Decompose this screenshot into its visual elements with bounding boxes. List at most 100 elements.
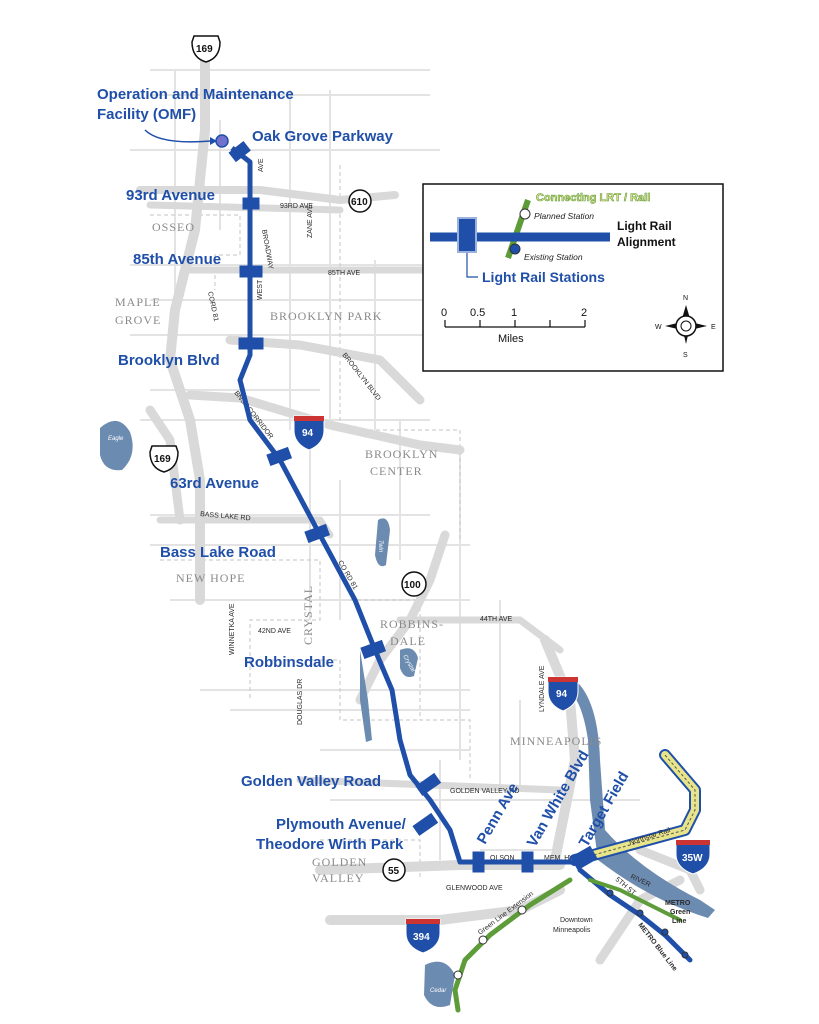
road-label-broadway: BROADWAY <box>260 229 274 270</box>
station-markers <box>228 141 598 873</box>
mississippi-river <box>568 680 715 918</box>
road-label-ave: AVE <box>258 158 265 172</box>
omf-arrow <box>144 129 211 143</box>
svg-text:100: 100 <box>404 580 421 591</box>
road-label-mem-hwy: MEM. HWY <box>544 855 581 862</box>
station-marker-van-white <box>521 851 534 873</box>
city-osseo: OSSEO <box>152 220 195 234</box>
svg-text:610: 610 <box>351 197 368 208</box>
metro-green-label-3: Line <box>672 918 686 925</box>
legend-planned-station <box>519 208 531 220</box>
omf-label-line2: Facility (OMF) <box>97 106 196 123</box>
station-label-robbinsdale: Robbinsdale <box>244 654 334 671</box>
svg-text:35W: 35W <box>682 853 703 864</box>
station-label-63rd: 63rd Avenue <box>170 475 259 492</box>
city-dale: DALE <box>390 634 426 648</box>
road-label-golden-valley: GOLDEN VALLEY RD <box>450 788 519 795</box>
minor-street-grid <box>130 69 640 860</box>
scale-tick-0: 0 <box>441 307 447 319</box>
road-label-douglas: DOUGLAS DR <box>297 679 304 725</box>
legend-stations-leader <box>466 253 478 278</box>
road-label-93rd: 93RD AVE <box>280 203 313 210</box>
interstate-94-shield-south: 94 <box>547 676 579 712</box>
us-169-shield-top: 169 <box>191 35 221 63</box>
existing-station-dot <box>606 889 614 897</box>
svg-text:169: 169 <box>196 44 213 55</box>
metro-green-label-1: METRO <box>665 900 691 907</box>
road-label-olson: OLSON <box>490 855 515 862</box>
green-ext-stations <box>453 905 527 980</box>
city-minneapolis: MINNEAPOLIS <box>510 734 602 748</box>
scale-tick-05: 0.5 <box>470 307 485 319</box>
metro-green-line <box>588 878 682 922</box>
station-label-oak-grove: Oak Grove Parkway <box>252 128 394 145</box>
compass-s: S <box>683 352 688 359</box>
city-valley: VALLEY <box>312 871 364 885</box>
existing-stations <box>606 889 689 959</box>
existing-station-dot <box>636 909 644 917</box>
city-robbins: ROBBINS- <box>380 617 444 631</box>
legend-stations-label: Light Rail Stations <box>482 269 605 285</box>
compass-e: E <box>711 324 716 331</box>
city-grove: GROVE <box>115 313 161 327</box>
legend-alignment-label-1: Light Rail <box>617 219 672 233</box>
compass-n: N <box>683 295 688 302</box>
city-labels: OSSEO MAPLE GROVE BROOKLYN PARK BROOKLYN… <box>115 220 602 934</box>
svg-text:55: 55 <box>388 866 400 877</box>
city-brooklyn-park: BROOKLYN PARK <box>270 309 382 323</box>
road-label-lyndale: LYNDALE AVE <box>539 665 546 712</box>
city-golden: GOLDEN <box>312 855 367 869</box>
city-center: CENTER <box>370 464 423 478</box>
planned-station-dot <box>517 905 527 915</box>
county-610-shield: 610 <box>348 189 372 213</box>
legend-existing-label: Existing Station <box>524 252 583 262</box>
scale-unit: Miles <box>498 333 524 345</box>
crystal-lake <box>400 648 418 677</box>
legend-station-symbol <box>457 217 477 253</box>
eagle-lake-label: Eagle <box>108 436 124 442</box>
svg-text:394: 394 <box>413 932 430 943</box>
road-label-85th: 85TH AVE <box>328 270 360 277</box>
planned-station-dot <box>478 935 488 945</box>
us-169-shield: 169 <box>149 445 179 473</box>
omf-label-line1: Operation and Maintenance <box>97 86 294 103</box>
svg-text:94: 94 <box>556 689 568 700</box>
metro-green-label-2: Green <box>670 909 690 916</box>
station-marker-93rd <box>242 197 260 210</box>
compass-w: W <box>655 324 662 331</box>
station-marker-plymouth <box>412 812 439 836</box>
legend-alignment-label-2: Alignment <box>617 235 676 249</box>
creek <box>360 650 372 742</box>
mn-100-shield: 100 <box>401 571 427 597</box>
station-marker-brooklyn-blvd <box>238 337 264 350</box>
green-line-extension <box>452 877 573 1013</box>
city-new-hope: NEW HOPE <box>176 571 245 585</box>
existing-station-dot <box>681 951 689 959</box>
twin-lake <box>375 518 390 567</box>
road-label-cord81a: CORD 81 <box>206 291 219 322</box>
station-label-93rd: 93rd Avenue <box>126 187 215 204</box>
station-marker-target-field <box>570 845 598 871</box>
station-label-85th: 85th Avenue <box>133 251 221 268</box>
downtown-label-2: Minneapolis <box>553 927 591 934</box>
interstate-94-shield-north: 94 <box>293 415 325 451</box>
legend: Connecting LRT / Rail Planned Station Ex… <box>422 183 724 372</box>
road-label-west: WEST <box>257 279 264 300</box>
interstate-394-shield: 394 <box>405 918 441 954</box>
city-crystal: CRYSTAL <box>301 585 315 645</box>
road-label-glenwood: GLENWOOD AVE <box>446 885 503 892</box>
legend-existing-station <box>509 243 521 255</box>
station-marker-bass-lake <box>304 523 331 544</box>
omf-marker <box>215 134 229 148</box>
road-label-winnetka: WINNETKA AVE <box>229 603 236 655</box>
existing-station-dot <box>661 928 669 936</box>
station-marker-penn <box>472 851 485 873</box>
station-label-plymouth-1: Plymouth Avenue/ <box>276 816 407 833</box>
scale-tick-1: 1 <box>511 307 517 319</box>
road-label-42nd: 42ND AVE <box>258 628 291 635</box>
cedar-lake <box>424 961 455 1008</box>
planned-station-dot <box>453 970 463 980</box>
compass-rose: N S W E <box>655 295 716 359</box>
svg-text:94: 94 <box>302 428 314 439</box>
